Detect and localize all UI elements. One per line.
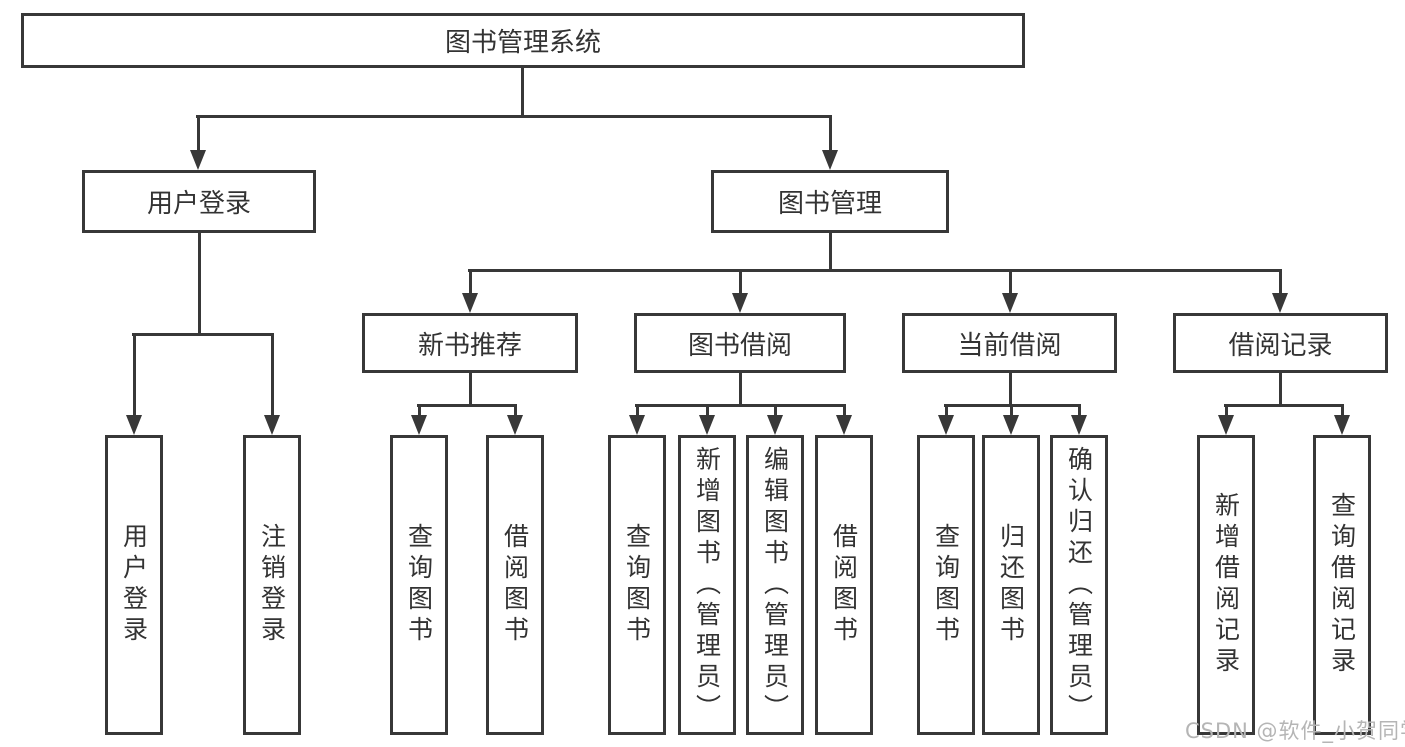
leaf-add-borrow-record: 新增借阅记录 bbox=[1197, 435, 1255, 735]
node-root-label: 图书管理系统 bbox=[444, 28, 601, 58]
node-borrowing-records: 借阅记录 bbox=[1173, 313, 1388, 373]
arrowhead-icon bbox=[126, 415, 142, 435]
arrowhead-icon bbox=[1334, 415, 1350, 435]
leaf-add-books-admin-label: 新增图书（管理员） bbox=[692, 445, 722, 725]
node-book-borrowing-label: 图书借阅 bbox=[687, 330, 792, 361]
connector-line bbox=[196, 115, 832, 118]
node-user-login: 用户登录 bbox=[82, 170, 316, 233]
connector-line bbox=[469, 373, 472, 406]
connector-line bbox=[1078, 404, 1081, 420]
node-borrowing-records-label: 借阅记录 bbox=[1228, 330, 1333, 361]
connector-line bbox=[133, 333, 136, 418]
leaf-confirm-return-admin: 确认归还（管理员） bbox=[1050, 435, 1108, 735]
connector-line bbox=[829, 115, 832, 153]
node-book-borrowing: 图书借阅 bbox=[634, 313, 846, 373]
leaf-borrow-books-recommend-label: 借阅图书 bbox=[500, 523, 530, 647]
connector-line bbox=[418, 404, 421, 420]
connector-line bbox=[945, 404, 948, 420]
connector-line bbox=[829, 233, 832, 272]
arrowhead-icon bbox=[732, 293, 748, 313]
connector-line bbox=[1224, 404, 1344, 407]
connector-line bbox=[1279, 269, 1282, 297]
connector-line bbox=[706, 404, 709, 420]
connector-line bbox=[468, 269, 1282, 272]
arrowhead-icon bbox=[767, 415, 783, 435]
leaf-add-books-admin: 新增图书（管理员） bbox=[678, 435, 736, 735]
node-book-management-label: 图书管理 bbox=[777, 189, 882, 219]
connector-line bbox=[1010, 404, 1013, 420]
csdn-watermark: CSDN @软件_小贺同学 bbox=[1185, 719, 1405, 743]
node-root: 图书管理系统 bbox=[21, 13, 1025, 68]
leaf-query-books-current: 查询图书 bbox=[917, 435, 975, 735]
arrowhead-icon bbox=[1272, 293, 1288, 313]
connector-line bbox=[521, 68, 524, 117]
connector-line bbox=[514, 404, 517, 420]
leaf-return-books-label: 归还图书 bbox=[996, 523, 1026, 647]
connector-line bbox=[843, 404, 846, 420]
arrowhead-icon bbox=[699, 415, 715, 435]
connector-line bbox=[1341, 404, 1344, 420]
arrowhead-icon bbox=[190, 150, 206, 170]
leaf-return-books: 归还图书 bbox=[982, 435, 1040, 735]
connector-line bbox=[1009, 373, 1012, 406]
arrowhead-icon bbox=[462, 293, 478, 313]
leaf-query-books-borrowing: 查询图书 bbox=[608, 435, 666, 735]
leaf-logout-label: 注销登录 bbox=[257, 523, 287, 647]
leaf-borrow-books-borrowing-label: 借阅图书 bbox=[829, 523, 859, 647]
connector-line bbox=[469, 269, 472, 297]
connector-line bbox=[739, 269, 742, 297]
arrowhead-icon bbox=[507, 415, 523, 435]
node-user-login-label: 用户登录 bbox=[146, 189, 251, 219]
connector-line bbox=[1279, 373, 1282, 406]
arrowhead-icon bbox=[836, 415, 852, 435]
arrowhead-icon bbox=[938, 415, 954, 435]
node-current-borrowing-label: 当前借阅 bbox=[957, 330, 1062, 361]
leaf-query-books-recommend: 查询图书 bbox=[390, 435, 448, 735]
arrowhead-icon bbox=[1002, 293, 1018, 313]
connector-line bbox=[417, 404, 517, 407]
leaf-user-login-label: 用户登录 bbox=[119, 523, 149, 647]
connector-line bbox=[774, 404, 777, 420]
arrowhead-icon bbox=[822, 150, 838, 170]
connector-line bbox=[1009, 269, 1012, 297]
arrowhead-icon bbox=[411, 415, 427, 435]
leaf-query-books-current-label: 查询图书 bbox=[931, 523, 961, 647]
leaf-query-borrow-record: 查询借阅记录 bbox=[1313, 435, 1371, 735]
connector-line bbox=[1225, 404, 1228, 420]
connector-line bbox=[636, 404, 639, 420]
connector-line bbox=[739, 373, 742, 406]
leaf-query-books-borrowing-label: 查询图书 bbox=[622, 523, 652, 647]
leaf-add-borrow-record-label: 新增借阅记录 bbox=[1211, 492, 1241, 678]
leaf-edit-books-admin: 编辑图书（管理员） bbox=[746, 435, 804, 735]
leaf-confirm-return-admin-label: 确认归还（管理员） bbox=[1064, 445, 1094, 725]
leaf-logout: 注销登录 bbox=[243, 435, 301, 735]
connector-line bbox=[132, 333, 274, 336]
node-new-book-recommend-label: 新书推荐 bbox=[417, 330, 522, 361]
connector-line bbox=[197, 115, 200, 153]
arrowhead-icon bbox=[264, 415, 280, 435]
arrowhead-icon bbox=[1003, 415, 1019, 435]
connector-line bbox=[271, 333, 274, 418]
leaf-edit-books-admin-label: 编辑图书（管理员） bbox=[760, 445, 790, 725]
node-current-borrowing: 当前借阅 bbox=[902, 313, 1117, 373]
node-new-book-recommend: 新书推荐 bbox=[362, 313, 578, 373]
node-book-management: 图书管理 bbox=[711, 170, 949, 233]
leaf-borrow-books-recommend: 借阅图书 bbox=[486, 435, 544, 735]
arrowhead-icon bbox=[1071, 415, 1087, 435]
leaf-borrow-books-borrowing: 借阅图书 bbox=[815, 435, 873, 735]
leaf-query-books-recommend-label: 查询图书 bbox=[404, 523, 434, 647]
arrowhead-icon bbox=[629, 415, 645, 435]
arrowhead-icon bbox=[1218, 415, 1234, 435]
connector-line bbox=[635, 404, 846, 407]
leaf-query-borrow-record-label: 查询借阅记录 bbox=[1327, 492, 1357, 678]
leaf-user-login: 用户登录 bbox=[105, 435, 163, 735]
connector-line bbox=[198, 233, 201, 336]
